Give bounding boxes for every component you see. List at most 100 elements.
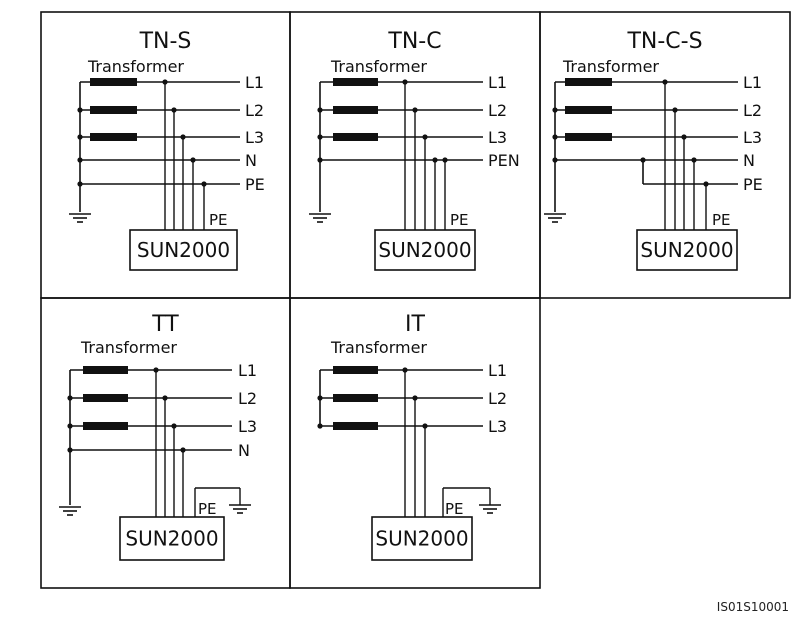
panel-title: TT (151, 312, 179, 337)
junction-dot (442, 157, 448, 163)
line-label: L3 (238, 417, 257, 436)
junction-dot (402, 79, 408, 85)
junction-dot (402, 367, 408, 373)
junction-dot (77, 157, 83, 163)
ground-icon (69, 213, 91, 223)
junction-dot (162, 79, 168, 85)
junction-dot (552, 134, 558, 140)
ground-icon (479, 504, 501, 514)
line-label: PE (245, 175, 265, 194)
junction-dot (67, 395, 73, 401)
line-label: N (245, 151, 257, 170)
device-pe-label: PE (209, 211, 228, 229)
line-label: L2 (238, 389, 257, 408)
junction-dot (77, 134, 83, 140)
sun2000-device-box (129, 229, 238, 271)
ground-icon (229, 504, 251, 514)
device-label: SUN2000 (378, 238, 471, 262)
figure-id-caption: IS01S10001 (716, 600, 789, 614)
transformer-winding (565, 133, 612, 141)
junction-dot (190, 157, 196, 163)
sun2000-device-box (374, 229, 476, 271)
line-label: L3 (488, 417, 507, 436)
junction-dot (317, 423, 323, 429)
panel-border (539, 11, 791, 299)
ground-icon (59, 506, 81, 516)
device-label: SUN2000 (137, 238, 230, 262)
line-label: L3 (245, 128, 264, 147)
junction-dot (77, 107, 83, 113)
junction-dot (412, 107, 418, 113)
transformer-winding (90, 78, 137, 86)
transformer-winding (333, 133, 378, 141)
sun2000-device-box (371, 516, 473, 561)
junction-dot (162, 395, 168, 401)
line-label: L2 (488, 389, 507, 408)
junction-dot (432, 157, 438, 163)
junction-dot (691, 157, 697, 163)
junction-dot (640, 157, 646, 163)
transformer-winding (333, 394, 378, 402)
junction-dot (422, 423, 428, 429)
line-label: L3 (488, 128, 507, 147)
line-label: N (238, 441, 250, 460)
line-label: N (743, 151, 755, 170)
device-pe-label: PE (712, 211, 731, 229)
line-label: PEN (488, 151, 520, 170)
junction-dot (171, 423, 177, 429)
transformer-winding (333, 366, 378, 374)
transformer-winding (90, 133, 137, 141)
transformer-winding (83, 394, 128, 402)
junction-dot (412, 395, 418, 401)
ground-icon (544, 213, 566, 223)
line-label: L2 (245, 101, 264, 120)
panel-title: TN-C-S (626, 29, 702, 54)
transformer-label: Transformer (80, 338, 177, 357)
line-label: L1 (238, 361, 257, 380)
junction-dot (317, 395, 323, 401)
junction-dot (662, 79, 668, 85)
junction-dot (180, 134, 186, 140)
junction-dot (552, 107, 558, 113)
junction-dot (67, 447, 73, 453)
panel-title: IT (405, 312, 425, 337)
junction-dot (317, 157, 323, 163)
line-label: L1 (743, 73, 762, 92)
junction-dot (77, 181, 83, 187)
panel-border (289, 297, 541, 589)
junction-dot (317, 134, 323, 140)
device-pe-label: PE (450, 211, 469, 229)
line-label: L2 (743, 101, 762, 120)
device-pe-label: PE (198, 500, 217, 518)
sun2000-device-box (636, 229, 738, 271)
transformer-winding (333, 106, 378, 114)
device-label: SUN2000 (125, 527, 218, 551)
device-label: SUN2000 (375, 527, 468, 551)
junction-dot (422, 134, 428, 140)
panel-title: TN-C (387, 29, 441, 54)
line-label: L3 (743, 128, 762, 147)
ground-icon (309, 213, 331, 223)
line-label: L2 (488, 101, 507, 120)
junction-dot (672, 107, 678, 113)
transformer-winding (83, 366, 128, 374)
junction-dot (703, 181, 709, 187)
transformer-label: Transformer (562, 57, 659, 76)
junction-dot (153, 367, 159, 373)
transformer-winding (83, 422, 128, 430)
device-label: SUN2000 (640, 238, 733, 262)
transformer-label: Transformer (330, 57, 427, 76)
transformer-winding (333, 422, 378, 430)
junction-dot (317, 107, 323, 113)
device-pe-label: PE (445, 500, 464, 518)
transformer-winding (565, 106, 612, 114)
junction-dot (681, 134, 687, 140)
junction-dot (201, 181, 207, 187)
junction-dot (67, 423, 73, 429)
